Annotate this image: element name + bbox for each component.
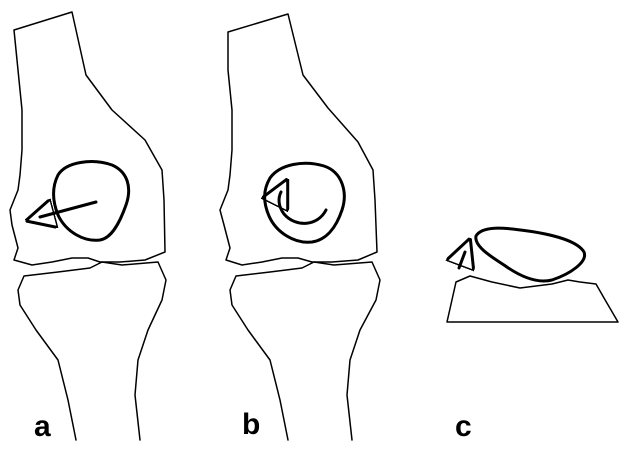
panel-label-c: c bbox=[455, 412, 472, 442]
femur-a bbox=[10, 12, 165, 265]
panel-label-b: b bbox=[242, 410, 260, 440]
patella-a bbox=[54, 162, 129, 241]
femoral-groove bbox=[447, 276, 618, 322]
patella-b bbox=[265, 163, 345, 242]
panel-label-a: a bbox=[34, 412, 51, 442]
panel-c bbox=[447, 228, 618, 322]
rotation-arrow bbox=[279, 192, 326, 223]
panel-b bbox=[220, 14, 380, 440]
translation-arrow bbox=[40, 202, 96, 217]
patella-c bbox=[476, 228, 585, 281]
femur-b bbox=[220, 14, 377, 265]
lift-arrow bbox=[459, 252, 465, 268]
panel-a bbox=[10, 12, 166, 440]
